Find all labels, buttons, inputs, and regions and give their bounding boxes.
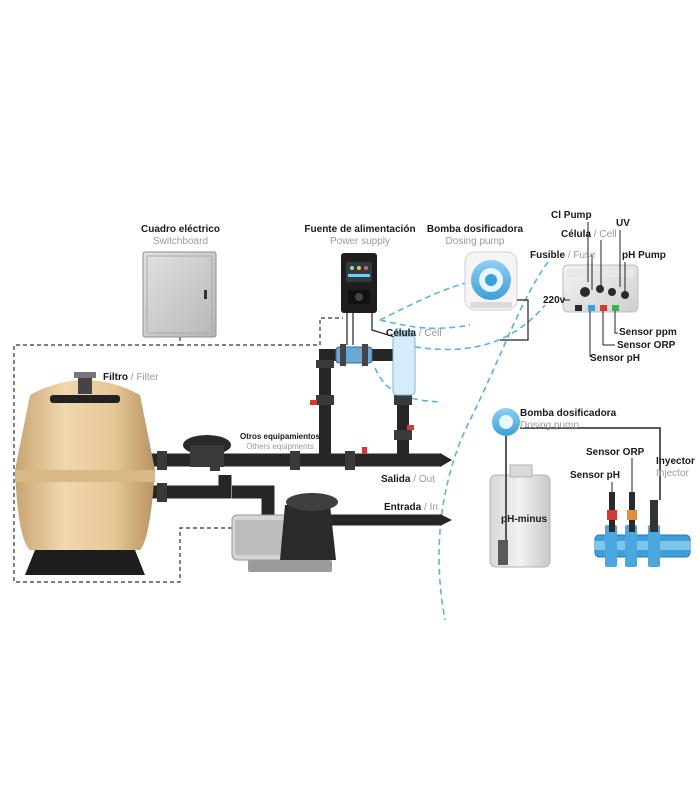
power-supply-label: Fuente de alimentación Power supply xyxy=(304,224,416,248)
sensor-ph-bottom-label: Sensor pH xyxy=(570,470,620,482)
ph-minus-canister xyxy=(489,464,551,568)
sensor-ph-bottom-text: Sensor pH xyxy=(570,470,621,481)
inyector-en: Injector xyxy=(656,468,689,479)
uv-chamber xyxy=(392,330,416,396)
dosing-pump-top-label: Bomba dosificadora Dosing pump xyxy=(425,224,525,248)
sensor-orp-top-text: Sensor ORP xyxy=(617,340,676,351)
ph-minus-text: pH-minus xyxy=(501,514,548,525)
electrical-wiring xyxy=(13,317,343,583)
ph-pump-label: pH Pump xyxy=(622,250,666,262)
celula-top-label: Célula / Cell xyxy=(561,229,617,240)
celula-cell-es: Célula xyxy=(386,328,417,339)
entrada-en: In xyxy=(429,502,438,513)
entrada-es: Entrada xyxy=(384,502,422,513)
sensor-ppm-text: Sensor ppm xyxy=(619,327,677,338)
dosing-pump-mid-es: Bomba dosificadora xyxy=(520,408,617,419)
controller-callout-lines xyxy=(563,222,626,357)
power-supply-label-es: Fuente de alimentación xyxy=(304,224,416,235)
salida-en: Out xyxy=(418,474,435,485)
filtro-label: Filtro / Filter xyxy=(103,372,159,383)
power-supply-unit xyxy=(341,253,377,313)
filtro-es: Filtro xyxy=(103,372,128,383)
sensor-orp-bottom-text: Sensor ORP xyxy=(586,447,645,458)
celula-top-en: Cell xyxy=(599,229,617,240)
cl-pump-label: Cl Pump xyxy=(551,210,592,222)
sensor-orp-top-label: Sensor ORP xyxy=(617,340,675,352)
dosing-pump-top-cable xyxy=(500,299,529,341)
dosing-pump-mid-en: Dosing pump xyxy=(520,420,579,431)
dosing-pump-top-label-es: Bomba dosificadora xyxy=(426,224,524,235)
salida-es: Salida xyxy=(381,474,411,485)
probe-callouts xyxy=(611,458,661,500)
valves xyxy=(310,400,414,454)
circulation-pump xyxy=(231,493,338,572)
fusible-en: Fuse xyxy=(573,250,596,261)
other-equipment-en: Others equipments xyxy=(246,442,314,451)
flow-arrows xyxy=(440,453,452,526)
fusible-es: Fusible xyxy=(530,250,566,261)
other-equipment-label: Otros equipamientos Others equipments xyxy=(230,432,330,452)
celula-cell-label: Célula / Cell xyxy=(386,328,442,339)
switchboard-cabinet xyxy=(142,251,217,338)
celula-cell-en: Cell xyxy=(424,328,442,339)
other-equipment-es: Otros equipamientos xyxy=(239,432,320,441)
uv-label: UV xyxy=(616,218,630,230)
dosing-pump-top xyxy=(464,251,518,311)
filtro-en: Filter xyxy=(136,372,159,383)
v220-text: 220v xyxy=(543,295,566,306)
power-supply-label-en: Power supply xyxy=(329,236,391,247)
switchboard-label-es: Cuadro eléctrico xyxy=(141,224,220,235)
salida-label: Salida / Out xyxy=(381,474,435,485)
dosing-pump-top-label-en: Dosing pump xyxy=(445,236,505,247)
cl-pump-text: Cl Pump xyxy=(551,210,592,221)
dosing-pump-mid xyxy=(492,408,520,436)
probes xyxy=(607,492,658,532)
pipe-fittings xyxy=(157,360,412,502)
filter-tank xyxy=(15,372,155,575)
sensor-orp-bottom-label: Sensor ORP xyxy=(586,447,644,459)
celula-top-es: Célula xyxy=(561,229,592,240)
power-supply-cables xyxy=(346,313,399,345)
ph-minus-label: pH-minus xyxy=(501,514,547,526)
uv-text: UV xyxy=(616,218,630,229)
entrada-label: Entrada / In xyxy=(384,502,438,513)
ph-pump-text: pH Pump xyxy=(622,250,666,261)
sensor-ph-top-text: Sensor pH xyxy=(590,353,641,364)
switchboard-label-en: Switchboard xyxy=(152,236,209,247)
multiport-valve xyxy=(183,435,231,467)
electrolysis-cell xyxy=(335,344,373,366)
dosing-pump-mid-label: Bomba dosificadora Dosing pump xyxy=(520,408,616,432)
sensor-manifold xyxy=(594,525,691,567)
fusible-label: Fusible / Fuse xyxy=(530,250,596,261)
inyector-label: Inyector Injector xyxy=(656,456,695,480)
inyector-es: Inyector xyxy=(656,456,695,467)
v220-label: 220v xyxy=(543,295,565,307)
sensor-ph-top-label: Sensor pH xyxy=(590,353,640,365)
switchboard-label: Cuadro eléctrico Switchboard xyxy=(138,224,223,248)
sensor-ppm-label: Sensor ppm xyxy=(619,327,677,339)
